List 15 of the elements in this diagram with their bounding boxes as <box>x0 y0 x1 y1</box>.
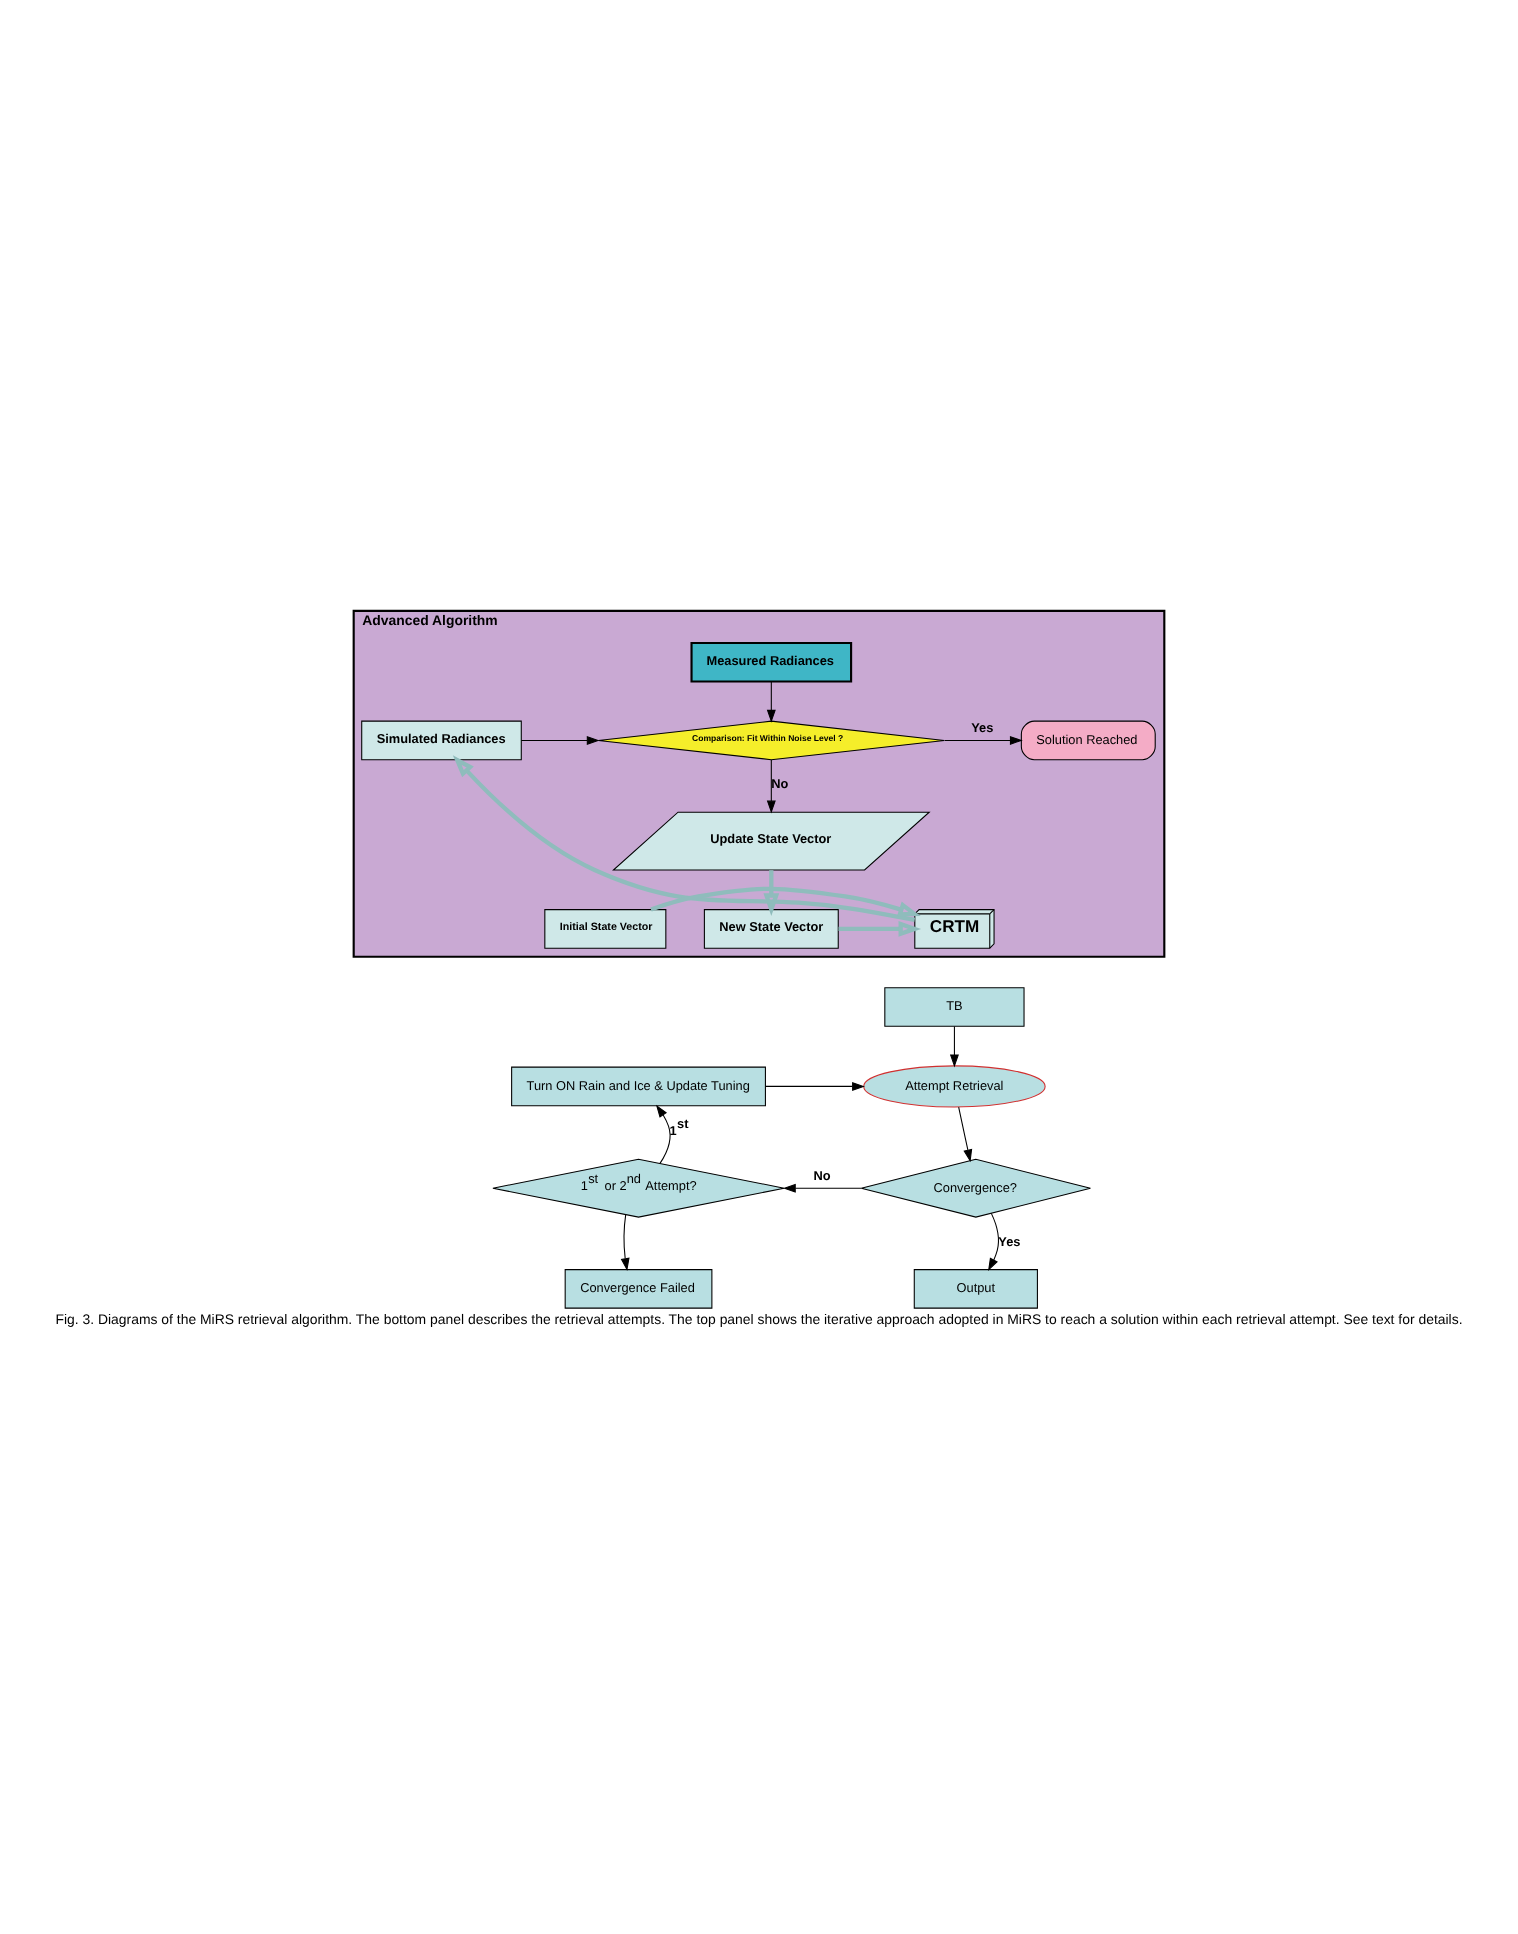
arrow <box>655 1104 671 1164</box>
arrow <box>958 1106 973 1163</box>
arrow <box>944 735 1023 745</box>
arrow <box>763 870 780 916</box>
arrow <box>988 1212 999 1271</box>
arrow <box>949 1025 959 1068</box>
arrow <box>765 1081 865 1091</box>
arrow <box>620 1214 630 1271</box>
arrow <box>766 759 776 814</box>
arrow <box>650 886 921 917</box>
arrow <box>838 921 922 937</box>
arrow <box>452 755 916 923</box>
arrow <box>766 681 776 723</box>
arrow <box>782 1183 862 1193</box>
arrow <box>520 735 600 745</box>
